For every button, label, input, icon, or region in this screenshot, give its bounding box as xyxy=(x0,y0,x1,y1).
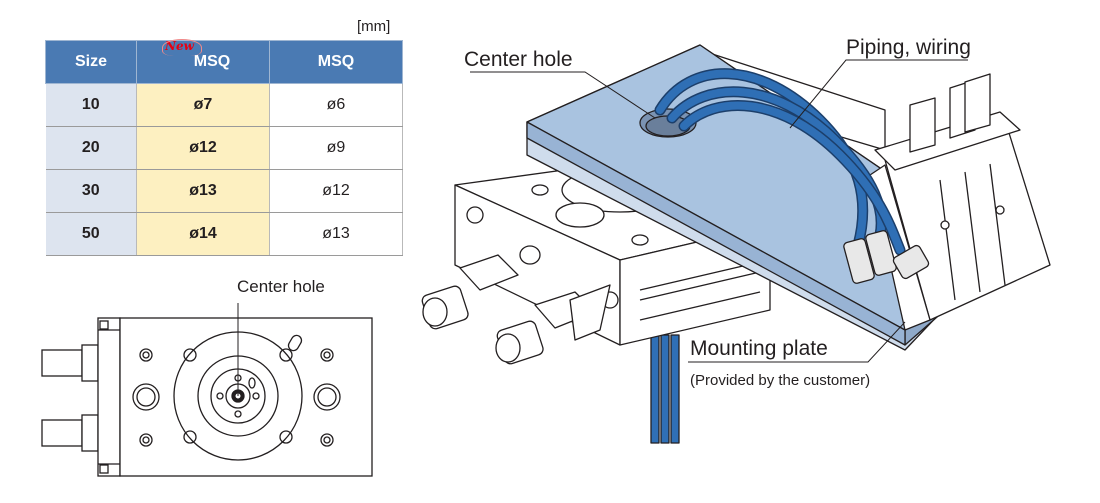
isometric-drawing xyxy=(421,44,1051,444)
mounting-plate-label: Mounting plate xyxy=(690,337,828,360)
mounting-plate-note: (Provided by the customer) xyxy=(690,372,870,389)
cell-new-msq: ø13 xyxy=(136,169,270,213)
air-gripper xyxy=(869,73,1051,331)
bottom-center-hole-label: Center hole xyxy=(237,277,325,296)
table-row: 50 ø14 ø13 xyxy=(45,212,403,256)
cell-size: 50 xyxy=(45,212,137,256)
header-new-msq-label: MSQ xyxy=(193,53,231,70)
down-tubes xyxy=(650,334,680,444)
unit-label: [mm] xyxy=(357,18,391,35)
cell-size: 20 xyxy=(45,126,137,170)
table-row: 30 ø13 ø12 xyxy=(45,169,403,213)
piping-tubes xyxy=(654,68,906,256)
tube-fittings xyxy=(843,230,930,284)
header-new-msq: New MSQ xyxy=(136,39,270,84)
cell-size: 30 xyxy=(45,169,137,213)
cell-new-msq: ø14 xyxy=(136,212,270,256)
table-header-row: Size New MSQ MSQ xyxy=(45,39,403,84)
cell-size: 10 xyxy=(45,83,137,127)
cell-msq: ø12 xyxy=(269,169,403,213)
cell-new-msq: ø7 xyxy=(136,83,270,127)
cell-msq: ø13 xyxy=(269,212,403,256)
new-badge: New xyxy=(162,39,202,56)
callout-leaders xyxy=(470,59,968,363)
piping-wiring-label: Piping, wiring xyxy=(846,36,971,59)
header-msq: MSQ xyxy=(269,40,403,84)
cell-msq: ø6 xyxy=(269,83,403,127)
cell-msq: ø9 xyxy=(269,126,403,170)
iso-center-hole-label: Center hole xyxy=(464,48,573,71)
actuator-ports xyxy=(421,254,611,365)
top-view-drawing xyxy=(41,303,373,477)
table-row: 10 ø7 ø6 xyxy=(45,83,403,127)
center-hole-size-table: Size New MSQ MSQ 10 ø7 ø6 20 ø12 ø9 30 ø… xyxy=(45,39,403,256)
cell-new-msq: ø12 xyxy=(136,126,270,170)
table-row: 20 ø12 ø9 xyxy=(45,126,403,170)
